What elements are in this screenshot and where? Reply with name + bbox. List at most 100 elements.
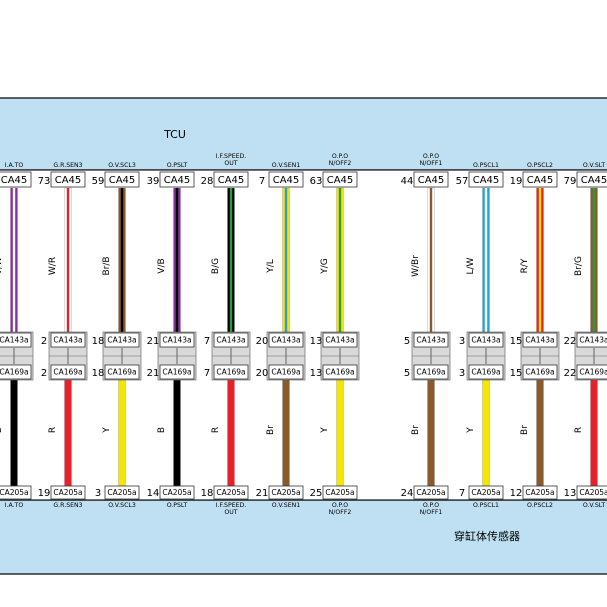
sensor-connector-box xyxy=(576,485,607,500)
inline-connector-top: CA143a xyxy=(325,336,354,345)
lower-wire-code: Br xyxy=(520,425,530,435)
sensor-connector: CA205a xyxy=(162,488,191,497)
lower-wire-code: B xyxy=(0,427,4,433)
inline-connector-bottom: CA169a xyxy=(162,368,191,377)
lower-wire xyxy=(536,379,544,487)
sensor-connector: CA205a xyxy=(579,488,607,497)
inline-connector-bottom: CA169a xyxy=(525,368,554,377)
tcu-connector: CA45 xyxy=(218,175,245,186)
tcu-label: TCU xyxy=(163,128,186,141)
tcu-connector: CA45 xyxy=(527,175,554,186)
inline-connector-top: CA143a xyxy=(216,336,245,345)
inline-connector-top-box xyxy=(522,332,558,348)
tcu-pin-number: 63 xyxy=(310,176,323,187)
tcu-connector-box xyxy=(213,171,249,188)
sensor-signal-label: O.PSCL2 xyxy=(527,502,553,509)
tcu-connector-box xyxy=(522,171,558,188)
inline-connector-bottom-box xyxy=(268,364,304,380)
sensor-pin-number: 19 xyxy=(38,488,51,499)
tcu-connector: CA45 xyxy=(109,175,136,186)
tcu-signal-label: O.PSCL1 xyxy=(473,162,499,169)
wire-columns: I.A.TOI.A.TOCA45CA143aCA169aCA205aV/WBG.… xyxy=(0,153,607,516)
tcu-pin-number: 44 xyxy=(401,176,414,187)
inline-connector-top-box xyxy=(468,332,504,348)
sensor-signal-label: O.PSCL1 xyxy=(473,502,499,509)
inline-connector-bottom-box xyxy=(213,364,249,380)
inline-pin-number-bottom: 2 xyxy=(41,368,47,379)
sensor-pin-number: 24 xyxy=(401,488,414,499)
sensor-connector-box xyxy=(159,485,195,500)
inline-connector-bottom: CA169a xyxy=(53,368,82,377)
sensor-signal-label: I.F.SPEED.OUT xyxy=(216,502,247,516)
lower-wire xyxy=(173,379,181,487)
inline-connector-top-box xyxy=(104,332,140,348)
sensor-label: 穿缸体传感器 xyxy=(454,529,520,543)
inline-pin-number-bottom: 15 xyxy=(510,368,523,379)
sensor-pin-number: 13 xyxy=(564,488,577,499)
upper-wire-stripe xyxy=(429,188,433,332)
upper-wire-code: B/G xyxy=(211,258,221,274)
upper-wire-code: Y/G xyxy=(320,258,330,275)
inline-connector-top: CA143a xyxy=(579,336,607,345)
tcu-connector-box xyxy=(0,171,32,188)
tcu-signal-label: O.V.SEN1 xyxy=(272,162,300,169)
lower-wire-code: R xyxy=(574,427,584,433)
inline-connector-bottom-box xyxy=(159,364,195,380)
inline-pin-number-bottom: 22 xyxy=(564,368,577,379)
sensor-connector: CA205a xyxy=(271,488,300,497)
tcu-pin-number: 7 xyxy=(259,176,265,187)
sensor-connector-box xyxy=(50,485,86,500)
inline-pin-number-bottom: 7 xyxy=(204,368,210,379)
sensor-connector-box xyxy=(104,485,140,500)
inline-connector-bottom-box xyxy=(0,364,32,380)
lower-wire-code: Y xyxy=(466,427,476,434)
sensor-signal-label: O.V.SLT xyxy=(583,502,606,509)
inline-connector-top-box xyxy=(413,332,449,348)
inline-pin-number-top: 5 xyxy=(404,336,410,347)
lower-wire xyxy=(282,379,290,487)
inline-connector-bottom-box xyxy=(468,364,504,380)
upper-wire-code: V/W xyxy=(0,257,4,275)
lower-wire xyxy=(427,379,435,487)
sensor-connector-box xyxy=(268,485,304,500)
inline-connector-top: CA143a xyxy=(107,336,136,345)
inline-connector-bottom: CA169a xyxy=(471,368,500,377)
inline-connector-top: CA143a xyxy=(416,336,445,345)
inline-pin-number-bottom: 20 xyxy=(256,368,269,379)
tcu-connector: CA45 xyxy=(327,175,354,186)
lower-wire xyxy=(118,379,126,487)
tcu-connector-box xyxy=(104,171,140,188)
lower-wire-code: B xyxy=(157,427,167,433)
inline-pin-number-top: 7 xyxy=(204,336,210,347)
tcu-connector: CA45 xyxy=(273,175,300,186)
sensor-pin-number: 21 xyxy=(256,488,269,499)
lower-wire xyxy=(10,379,18,487)
upper-wire-stripe xyxy=(120,188,124,332)
inline-connector-bottom-box xyxy=(104,364,140,380)
tcu-signal-label: I.F.SPEED.OUT xyxy=(216,153,247,167)
inline-pin-number-bottom: 13 xyxy=(310,368,323,379)
sensor-pin-number: 25 xyxy=(310,488,323,499)
sensor-pin-number: 18 xyxy=(201,488,214,499)
tcu-signal-label: G.R.SEN3 xyxy=(53,162,82,169)
tcu-pin-number: 73 xyxy=(38,176,51,187)
sensor-pin-number: 12 xyxy=(510,488,523,499)
lower-wire-code: Br xyxy=(411,425,421,435)
inline-connector-top: CA143a xyxy=(53,336,82,345)
lower-wire xyxy=(482,379,490,487)
inline-pin-number-top: 13 xyxy=(310,336,323,347)
tcu-connector: CA45 xyxy=(418,175,445,186)
upper-wire-stripe xyxy=(338,188,342,332)
upper-wire-code: Br/B xyxy=(102,256,112,275)
tcu-connector: CA45 xyxy=(581,175,607,186)
inline-pin-number-top: 22 xyxy=(564,336,577,347)
lower-wire xyxy=(336,379,344,487)
tcu-connector-box xyxy=(576,171,607,188)
sensor-connector: CA205a xyxy=(525,488,554,497)
sensor-connector-box xyxy=(413,485,449,500)
upper-wire-code: W/R xyxy=(48,257,58,275)
inline-pin-number-bottom: 3 xyxy=(459,368,465,379)
inline-connector-top-box xyxy=(213,332,249,348)
inline-connector-top-box xyxy=(576,332,607,348)
